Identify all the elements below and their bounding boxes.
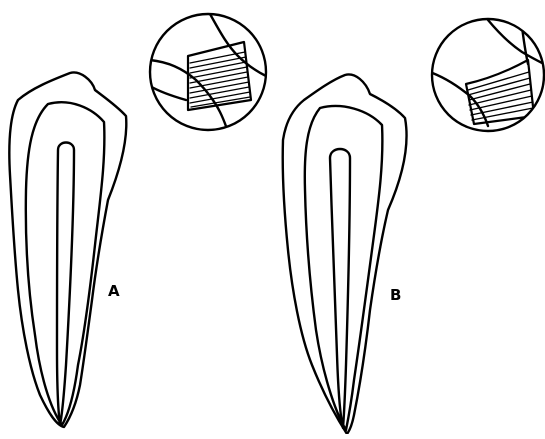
panel-label-a: A — [108, 284, 120, 299]
inset-a — [150, 14, 266, 132]
tooth-b — [283, 74, 407, 434]
inset-b — [430, 10, 545, 131]
tooth-a-root-canal — [57, 143, 74, 426]
tooth-a — [9, 72, 126, 427]
tooth-b-pulp-outline — [305, 106, 383, 430]
inset-b-hatch — [468, 72, 533, 120]
panel-label-b: B — [390, 288, 401, 303]
tooth-b-root-canal — [330, 149, 350, 428]
inset-b-circle — [432, 19, 544, 131]
